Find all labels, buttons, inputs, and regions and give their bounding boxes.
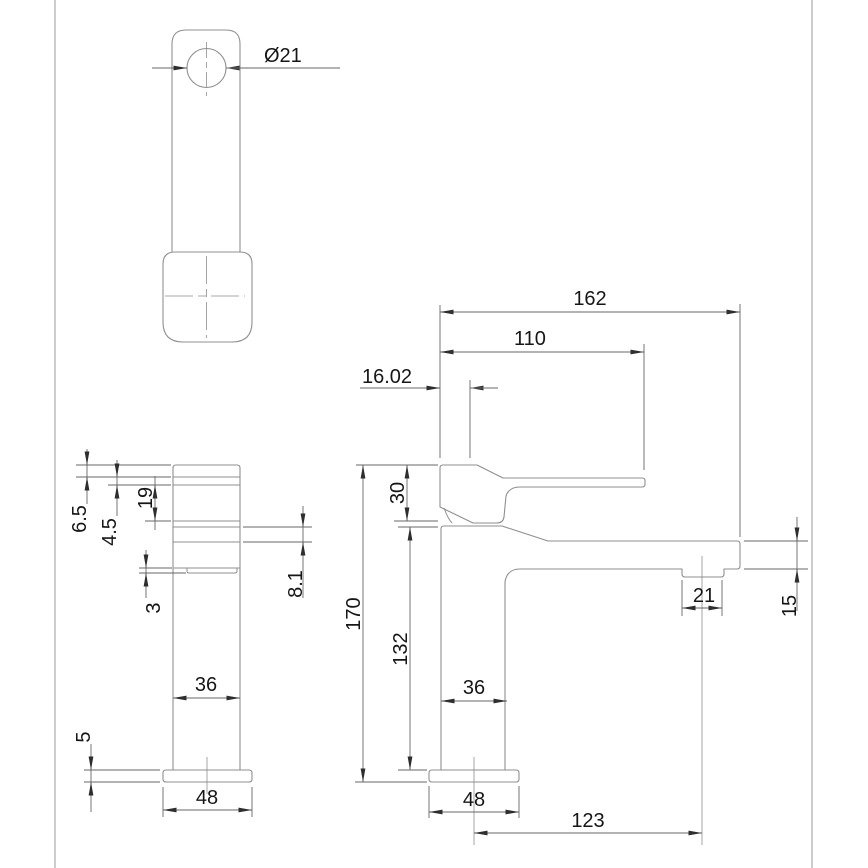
dim-side-base-width: 48 [162,787,253,817]
front-view-base-plate [428,769,520,783]
top-view-body-outline [162,251,253,343]
dim-front-body-width: 36 [441,677,507,704]
dim-spout-reach-label: 162 [573,288,606,310]
dim-spout-face-height: 8.1 [243,506,312,598]
dim-total-height-label: 170 [343,597,365,630]
cartridge-joint-arc [443,507,453,524]
front-view: 162 110 16.02 30 170 132 [343,288,808,845]
dim-aerator-width: 21 [681,580,723,616]
dim-body-height-label: 132 [390,632,412,665]
dim-aerator-width-label: 21 [693,585,715,607]
dim-cap-groove-label: 4.5 [99,518,121,546]
dim-body-height: 132 [390,527,413,770]
dim-total-height: 170 [343,465,366,782]
dim-spout-step-label: 3 [143,602,165,613]
dim-lever-reach: 110 [440,328,644,355]
dim-spout-hole-diameter-label: Ø21 [264,45,302,67]
dim-handle-cap-height: 19 [135,476,158,530]
dim-spout-end-height: 15 [744,517,808,617]
dim-spout-hole-diameter: Ø21 [152,45,340,71]
dim-spout-end-height-label: 15 [779,595,801,617]
dim-cap-groove: 4.5 [99,460,121,546]
dim-cap-top: 6.5 [69,449,91,533]
aerator-lip-outline [186,568,238,574]
dim-side-base-width-label: 48 [196,787,218,809]
side-view-body-outline [172,464,241,770]
side-view: 6.5 4.5 19 3 [69,449,312,817]
dim-handle-height-label: 30 [387,482,409,504]
dim-spout-face-height-label: 8.1 [285,570,307,598]
dim-front-base-width-label: 48 [463,789,485,811]
dim-base-plate-height-label: 5 [73,731,95,742]
dim-front-body-width-label: 36 [463,677,485,699]
dim-cap-top-label: 6.5 [69,505,91,533]
dim-side-body-width-label: 36 [195,674,217,696]
dim-handle-cap-height-label: 19 [135,487,157,509]
dim-aerator-reach: 123 [474,810,702,836]
dim-front-base-width: 48 [428,786,520,818]
dim-base-plate-height: 5 [73,731,160,812]
dim-lever-reach-label: 110 [514,328,546,350]
dim-handle-offset-label: 16.02 [362,366,412,388]
dim-side-body-width: 36 [173,674,240,701]
side-view-base-plate [162,769,253,783]
dim-spout-reach: 162 [440,288,740,315]
dim-aerator-reach-label: 123 [571,810,604,832]
top-view: Ø21 [152,29,340,343]
top-view-spout-arm-outline [171,29,241,252]
dim-spout-step: 3 [139,550,186,614]
front-view-handle-outline [439,464,646,524]
dim-handle-height: 30 [387,465,410,521]
dim-handle-offset: 16.02 [360,366,498,391]
front-view-body-spout-outline [440,525,741,770]
